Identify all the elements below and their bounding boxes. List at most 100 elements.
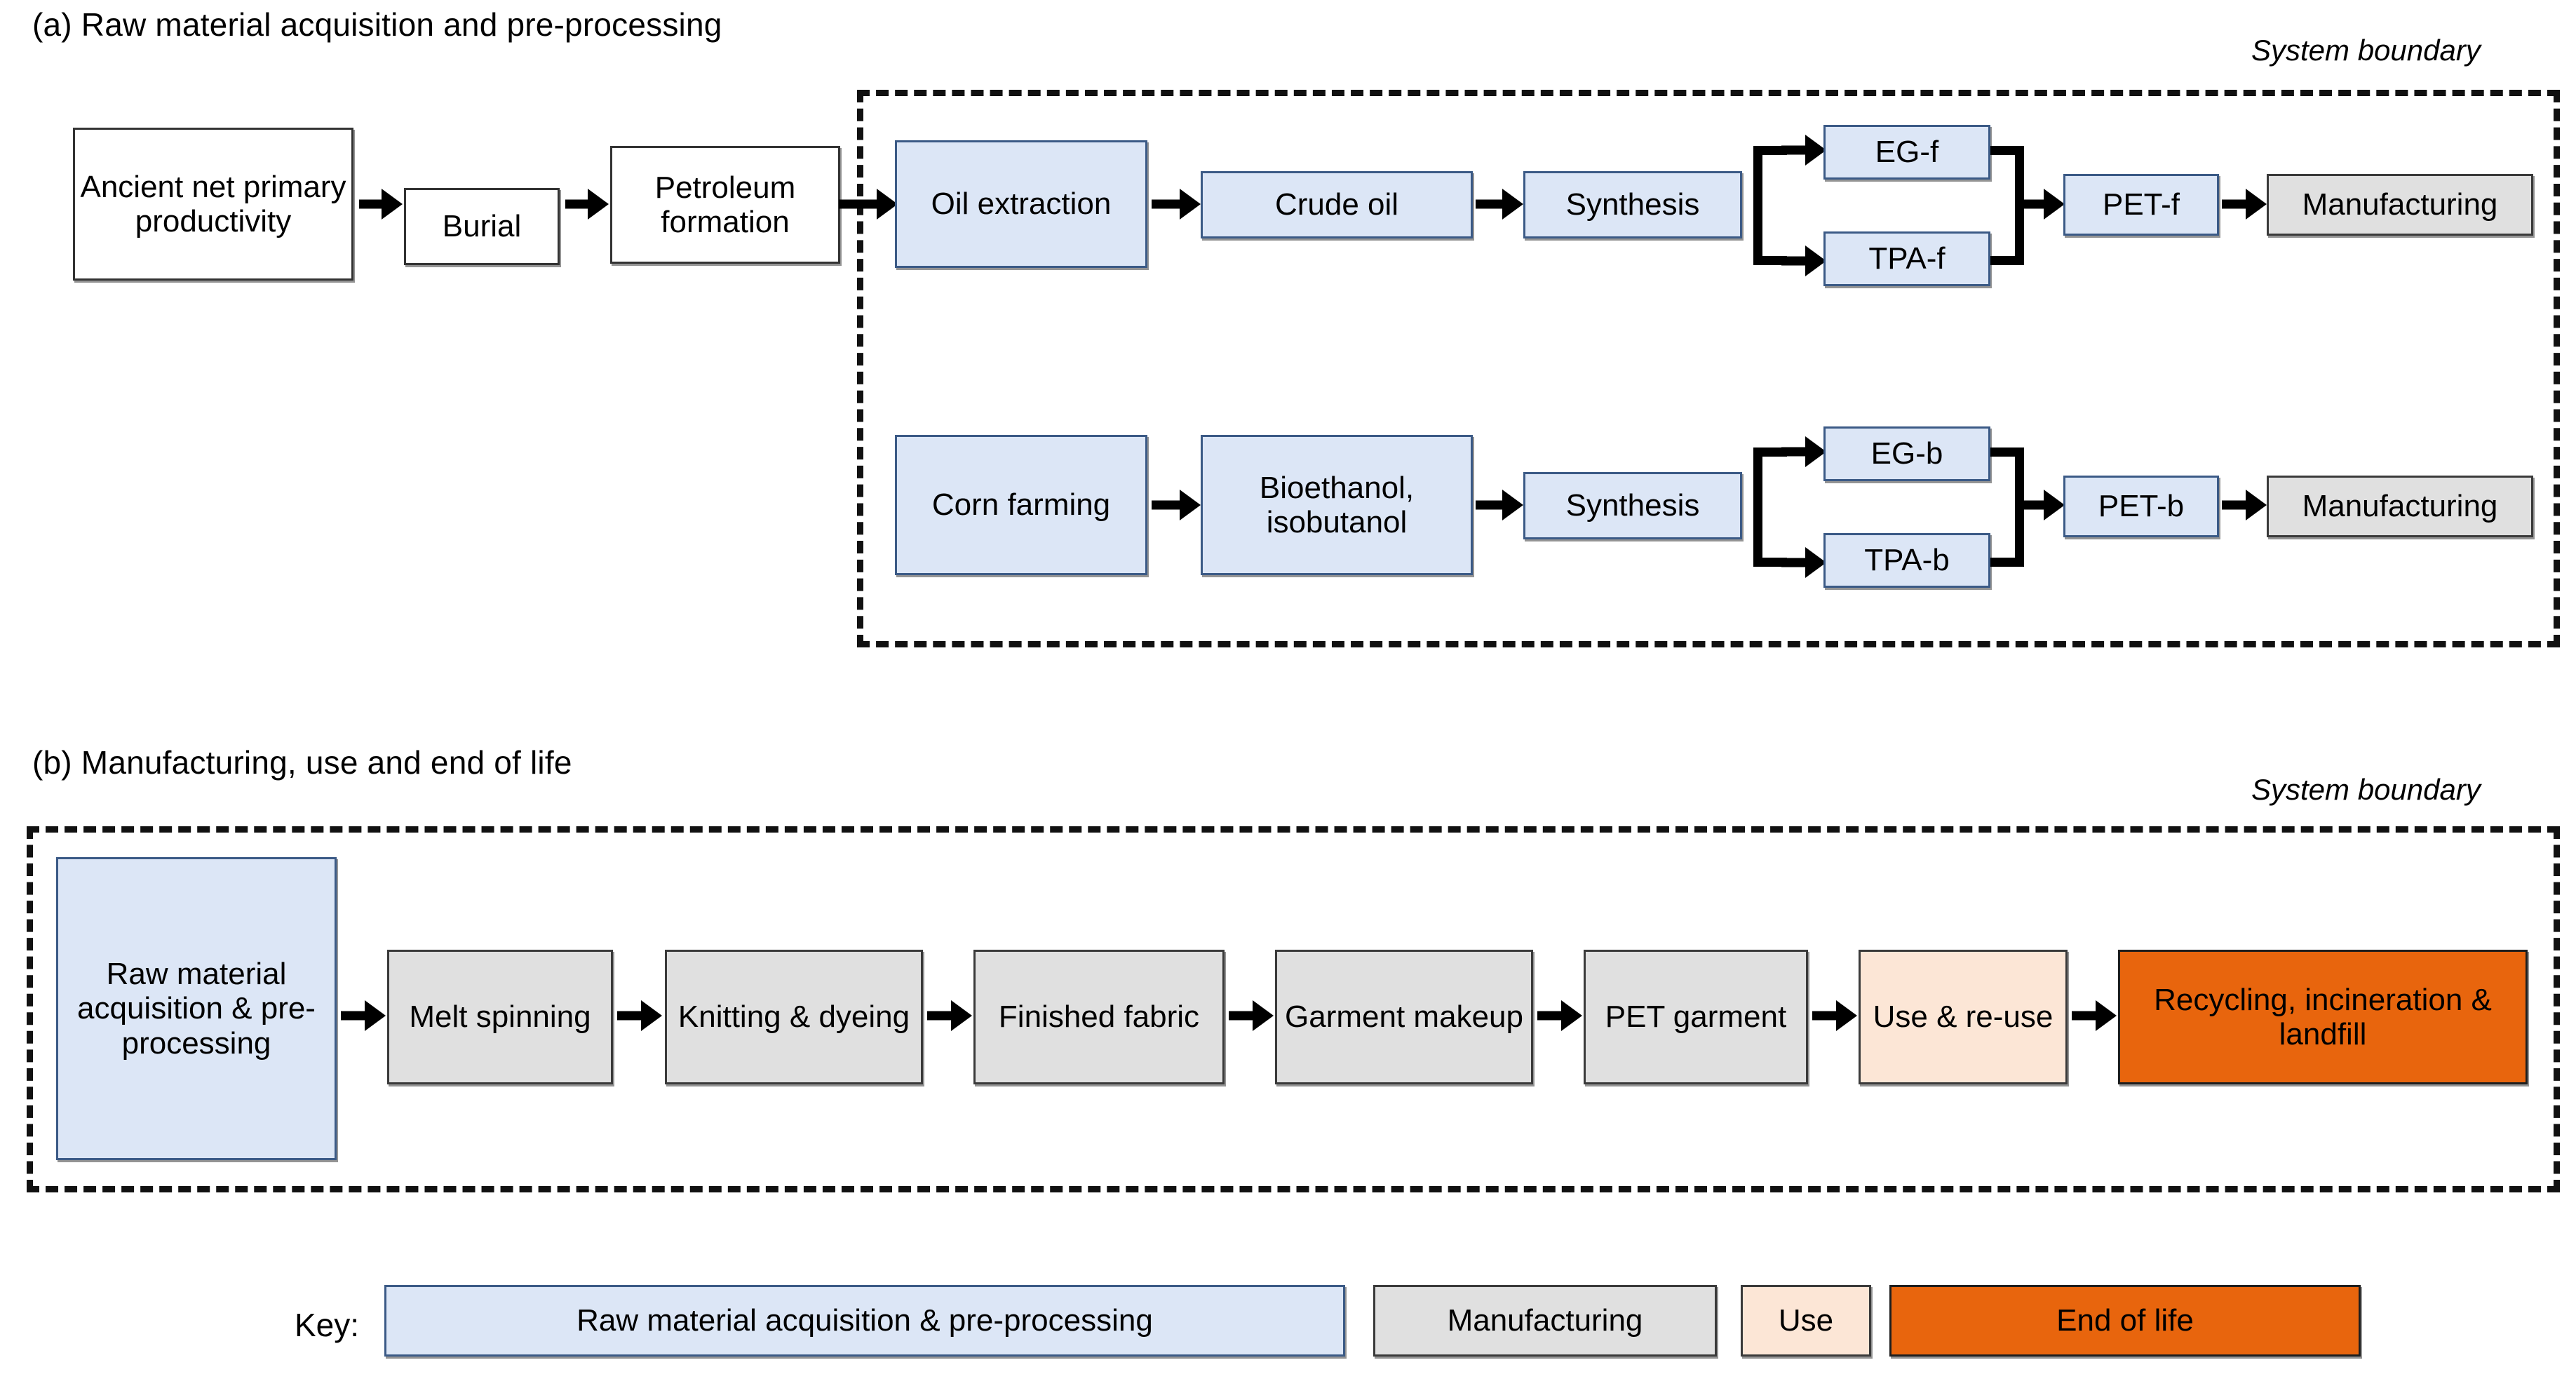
node-label: Oil extraction <box>931 187 1112 222</box>
node-recycling-incineration-landfill[interactable]: Recycling, incineration & landfill <box>2118 950 2528 1084</box>
node-finished-fabric[interactable]: Finished fabric <box>973 950 1225 1084</box>
arrow-shaft <box>565 199 591 209</box>
node-melt-spinning[interactable]: Melt spinning <box>387 950 613 1084</box>
arrow-shaft <box>1476 199 1505 209</box>
node-oil-extraction[interactable]: Oil extraction <box>895 140 1147 268</box>
arrow-head <box>1805 436 1826 467</box>
node-label: Manufacturing <box>2302 489 2498 524</box>
node-eg-f[interactable]: EG-f <box>1823 125 1990 180</box>
arrow-shaft <box>2017 500 2046 510</box>
arrow-shaft <box>359 199 384 209</box>
node-raw-material-acquisition[interactable]: Raw material acquisition & pre-processin… <box>56 857 337 1160</box>
arrow-head <box>2096 1000 2117 1031</box>
split-bracket-fossil <box>1753 146 1787 265</box>
node-label: Garment makeup <box>1285 1000 1523 1035</box>
arrow-shaft <box>1781 558 1808 567</box>
node-label: TPA-b <box>1864 543 1950 578</box>
arrow-head <box>1805 135 1826 166</box>
arrow-head <box>877 189 898 220</box>
node-pet-b[interactable]: PET-b <box>2063 476 2219 537</box>
key-item-label: End of life <box>2056 1303 2194 1338</box>
arrow-head <box>1502 490 1523 520</box>
node-crude-oil[interactable]: Crude oil <box>1201 171 1473 238</box>
key-item-raw-material[interactable]: Raw material acquisition & pre-processin… <box>384 1285 1345 1357</box>
split-bracket-bio <box>1753 448 1787 567</box>
arrow-head <box>1805 547 1826 578</box>
arrow-head <box>951 1000 972 1031</box>
panel-a-system-boundary <box>857 90 2560 647</box>
node-label: Burial <box>442 209 522 244</box>
arrow-shaft <box>1537 1011 1564 1021</box>
node-synthesis-bio[interactable]: Synthesis <box>1523 472 1742 539</box>
node-tpa-f[interactable]: TPA-f <box>1823 231 1990 286</box>
node-label: EG-f <box>1875 135 1939 170</box>
node-bioethanol-isobutanol[interactable]: Bioethanol, isobutanol <box>1201 435 1473 575</box>
arrow-head <box>2246 490 2267 520</box>
arrow-head <box>1836 1000 1857 1031</box>
key-item-end-of-life[interactable]: End of life <box>1889 1285 2361 1357</box>
key-item-manufacturing[interactable]: Manufacturing <box>1373 1285 1717 1357</box>
node-synthesis-fossil[interactable]: Synthesis <box>1523 171 1742 238</box>
node-knitting-dyeing[interactable]: Knitting & dyeing <box>665 950 923 1084</box>
node-label: Use & re-use <box>1873 1000 2054 1035</box>
arrow-shaft <box>1476 500 1505 510</box>
arrow-shaft <box>2017 199 2046 209</box>
node-tpa-b[interactable]: TPA-b <box>1823 533 1990 588</box>
node-label: PET-b <box>2098 489 2185 524</box>
node-burial[interactable]: Burial <box>404 188 560 265</box>
arrow-head <box>1253 1000 1274 1031</box>
arrow-head <box>1561 1000 1582 1031</box>
arrow-head <box>2044 490 2065 520</box>
node-manufacturing-fossil[interactable]: Manufacturing <box>2267 174 2533 236</box>
arrow-shaft <box>1781 145 1808 155</box>
node-label: Corn farming <box>931 487 1111 523</box>
arrow-head <box>382 189 403 220</box>
node-label: EG-b <box>1870 436 1943 471</box>
node-label: Raw material acquisition & pre-processin… <box>77 957 316 1061</box>
node-corn-farming[interactable]: Corn farming <box>895 435 1147 575</box>
key-label: Key: <box>295 1307 360 1343</box>
node-label: PET-f <box>2102 187 2180 222</box>
panel-a-title: (a) Raw material acquisition and pre-pro… <box>32 6 722 43</box>
node-petroleum-formation[interactable]: Petroleum formation <box>610 146 840 264</box>
panel-b-title: (b) Manufacturing, use and end of life <box>32 744 572 781</box>
node-ancient-net-primary-productivity[interactable]: Ancient net primary productivity <box>73 128 353 281</box>
arrow-shaft <box>2222 199 2248 209</box>
arrow-head <box>588 189 609 220</box>
node-manufacturing-bio[interactable]: Manufacturing <box>2267 476 2533 537</box>
arrow-shaft <box>1781 256 1808 266</box>
node-label: Synthesis <box>1565 488 1700 523</box>
node-pet-f[interactable]: PET-f <box>2063 174 2219 236</box>
arrow-head <box>2246 189 2267 220</box>
key-item-use[interactable]: Use <box>1741 1285 1871 1357</box>
arrow-shaft <box>2222 500 2248 510</box>
node-label: Crude oil <box>1274 187 1399 222</box>
arrow-head <box>1805 245 1826 276</box>
key-item-label: Manufacturing <box>1447 1303 1643 1338</box>
node-pet-garment[interactable]: PET garment <box>1584 950 1808 1084</box>
arrow-shaft <box>1812 1011 1839 1021</box>
key-item-label: Raw material acquisition & pre-processin… <box>576 1303 1153 1338</box>
node-label: PET garment <box>1605 1000 1787 1035</box>
node-label: Melt spinning <box>409 1000 591 1035</box>
arrow-shaft <box>1152 199 1182 209</box>
arrow-shaft <box>839 199 879 209</box>
arrow-head <box>1180 189 1201 220</box>
node-label: TPA-f <box>1868 241 1946 276</box>
node-label: Knitting & dyeing <box>677 1000 910 1035</box>
node-use-re-use[interactable]: Use & re-use <box>1859 950 2068 1084</box>
arrow-head <box>365 1000 386 1031</box>
node-label: Bioethanol, isobutanol <box>1259 470 1415 539</box>
arrow-head <box>2044 189 2065 220</box>
arrow-shaft <box>341 1011 367 1021</box>
arrow-shaft <box>927 1011 954 1021</box>
arrow-shaft <box>1229 1011 1255 1021</box>
arrow-shaft <box>1152 500 1182 510</box>
node-label: Synthesis <box>1565 187 1700 222</box>
node-label: Petroleum formation <box>654 170 796 239</box>
node-label: Recycling, incineration & landfill <box>2154 982 2492 1051</box>
node-eg-b[interactable]: EG-b <box>1823 426 1990 481</box>
node-garment-makeup[interactable]: Garment makeup <box>1275 950 1533 1084</box>
panel-b-system-boundary-label: System boundary <box>2251 773 2481 806</box>
node-label: Ancient net primary productivity <box>80 169 346 238</box>
